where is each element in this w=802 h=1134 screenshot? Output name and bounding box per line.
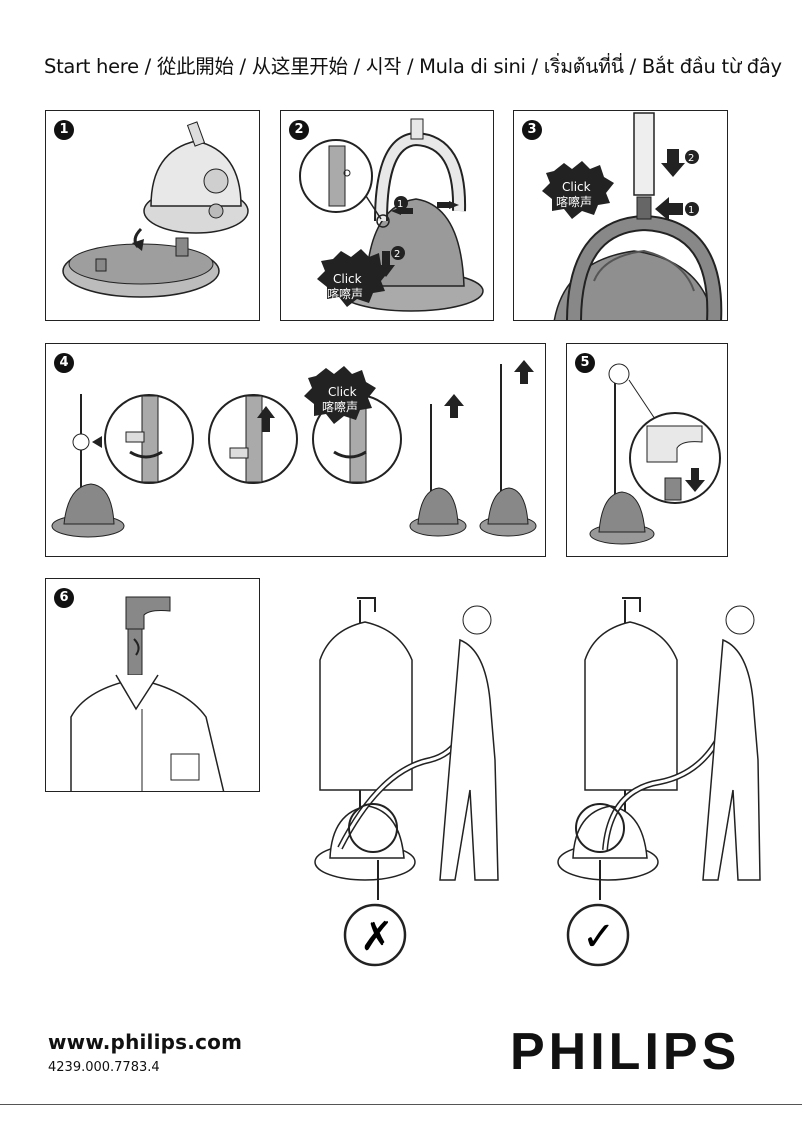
website-link[interactable]: www.philips.com <box>48 1030 243 1054</box>
steamer-on-tray-illustration <box>62 121 249 298</box>
step-number-badge: 6 <box>54 588 74 608</box>
substep-2: 2 <box>688 153 694 164</box>
click-badge-zh-text: 喀嚓声 <box>556 194 592 209</box>
brand-logo: PHILIPS <box>510 1023 741 1081</box>
correct-usage-scene: ✓ <box>557 597 761 967</box>
document-code: 4239.000.7783.4 <box>48 1060 160 1075</box>
insert-pole-illustration: 2 1 Click 喀嚓声 <box>542 112 723 320</box>
substep-2: 2 <box>394 249 400 260</box>
extend-pole-illustration: Click 喀嚓声 <box>51 360 537 538</box>
attach-hanger-illustration: Click 喀嚓声 1 2 <box>299 118 484 312</box>
step-4-panel: 4 Click 喀嚓声 <box>45 343 546 557</box>
page-title: Start here / 從此開始 / 从这里开始 / 시작 / Mula di… <box>44 55 782 78</box>
step-number-badge: 5 <box>575 353 595 373</box>
wrong-usage-scene: ✗ <box>314 597 499 967</box>
step-number-badge: 1 <box>54 120 74 140</box>
click-badge-zh-text: 喀嚓声 <box>327 286 363 301</box>
step-6-panel: 6 <box>45 578 260 792</box>
footer-divider <box>0 1104 802 1105</box>
step-2-panel: 2 Click 喀嚓声 1 2 <box>280 110 494 321</box>
wrong-mark-icon: ✗ <box>360 914 394 960</box>
attach-hook-illustration <box>589 363 721 545</box>
substep-1: 1 <box>397 199 403 210</box>
click-badge-text: Click <box>333 272 362 286</box>
right-mark-icon: ✓ <box>582 914 616 960</box>
step-number-badge: 2 <box>289 120 309 140</box>
click-badge-zh-text: 喀嚓声 <box>322 399 358 414</box>
hang-garment-illustration <box>70 596 225 791</box>
step-1-panel: 1 <box>45 110 260 321</box>
substep-1: 1 <box>688 205 694 216</box>
click-badge-text: Click <box>328 385 357 399</box>
step-3-panel: 3 2 1 Click 喀嚓声 <box>513 110 728 321</box>
step-5-panel: 5 <box>566 343 728 557</box>
step-number-badge: 3 <box>522 120 542 140</box>
click-badge-text: Click <box>562 180 591 194</box>
step-number-badge: 4 <box>54 353 74 373</box>
